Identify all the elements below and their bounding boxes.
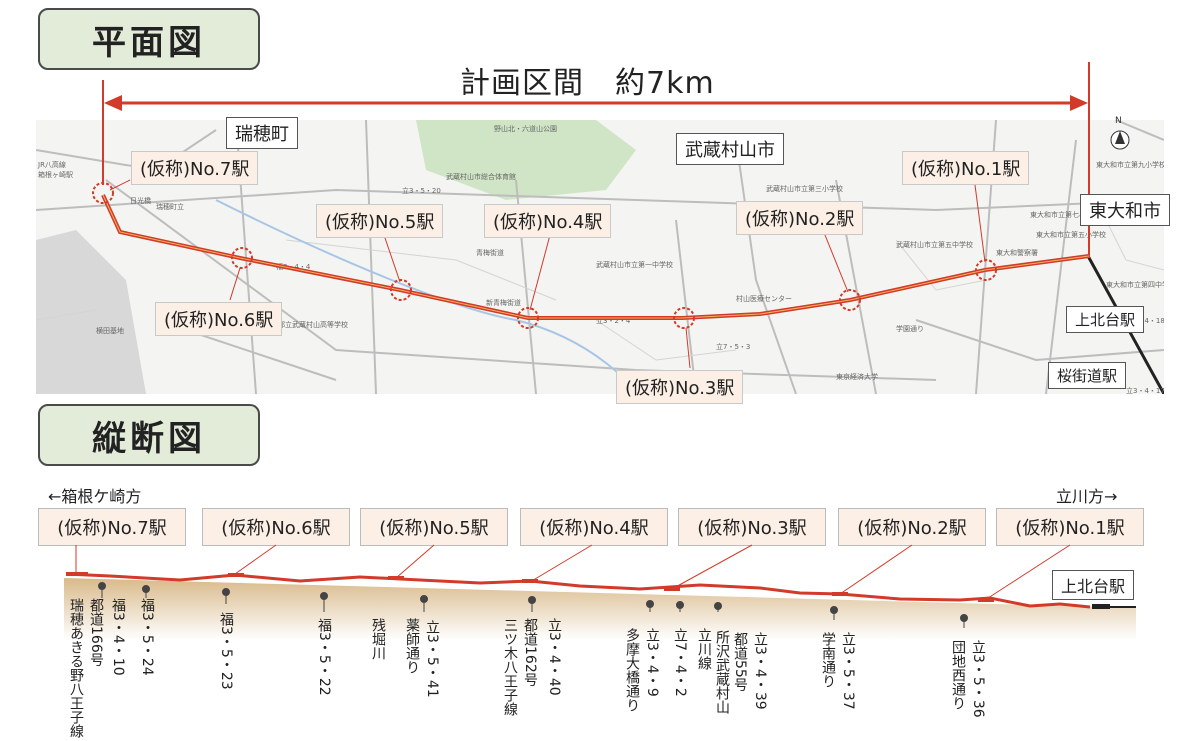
- ground-band: [64, 578, 1136, 640]
- profile-section-label: 縦断図: [38, 404, 260, 466]
- station-marker-no7: [92, 182, 114, 204]
- plan-station-no1: (仮称)No.1駅: [902, 151, 1030, 185]
- map-text: 立7・5・3: [716, 343, 751, 351]
- profile-direction-left: ←箱根ケ崎方: [48, 487, 142, 506]
- place-label-kamikitadai: 上北台駅: [1066, 306, 1145, 333]
- map-text: 東京都立武蔵村山高等学校: [264, 321, 348, 329]
- place-label-musashimurayama: 武蔵村山市: [676, 133, 784, 165]
- station-marker-no6: [231, 247, 253, 269]
- profile-station-no3: (仮称)No.3駅: [678, 508, 826, 546]
- map-roads: [36, 120, 1164, 394]
- profile-platform-no6: [228, 573, 244, 577]
- profile-platform-no4: [522, 579, 538, 583]
- crossing-label: 残堀川: [370, 618, 386, 660]
- profile-platform-no2: [832, 592, 848, 596]
- crossing-label: 三ツ木八王子線: [502, 618, 518, 716]
- map-text: 東大和市立第七小学校: [1030, 211, 1100, 219]
- profile-platform-no3: [664, 587, 680, 591]
- crossing-label: 立川線: [696, 628, 712, 670]
- crossing-label: 学南通り: [820, 632, 836, 688]
- profile-direction-right: 立川方→: [1056, 487, 1118, 506]
- profile-station-no4: (仮称)No.4駅: [520, 508, 668, 546]
- place-label-mizuho: 瑞穂町: [226, 117, 298, 149]
- crossing-label: 都道55号: [732, 632, 748, 692]
- crossing-label: 瑞穂あきる野八王子線: [68, 598, 84, 738]
- north-label: N: [1115, 116, 1122, 126]
- profile-platform-no5: [388, 576, 404, 580]
- profile-station-no7: (仮称)No.7駅: [38, 508, 186, 546]
- crossing-label: 立3・4・9: [644, 628, 660, 697]
- crossing-label: 都道166号: [88, 598, 104, 667]
- profile-platform-no7: [66, 572, 88, 576]
- map-text: 東大和警察署: [996, 249, 1038, 257]
- map-text: 武蔵村山市立第三小学校: [766, 185, 843, 193]
- arrow-head-left: [104, 95, 122, 111]
- crossing-label: 立3・5・36: [970, 640, 986, 718]
- crossing-label: 立3・5・37: [840, 632, 856, 710]
- map-text: 武蔵村山市立第五中学校: [896, 241, 973, 249]
- crossing-label: 福3・5・24: [139, 598, 155, 676]
- station-marker-no1: [975, 259, 997, 281]
- map-text: 立3・2・4: [596, 317, 631, 325]
- map-text: 立3・4・17: [1126, 387, 1164, 394]
- map-text: 立3・4・18: [1126, 317, 1164, 325]
- base-area: [36, 230, 146, 394]
- map-text: 東大和市立第九小学校: [1096, 161, 1164, 169]
- crossing-label: 立7・4・2: [672, 628, 688, 697]
- profile-station-no5: (仮称)No.5駅: [360, 508, 508, 546]
- crossing-label: 立3・4・39: [752, 632, 768, 710]
- plan-station-no6: (仮称)No.6駅: [155, 302, 283, 336]
- crossing-label: 福3・4・10: [110, 598, 126, 676]
- map-text: 瑞穂町立: [156, 203, 184, 211]
- map-text: 横田基地: [96, 327, 124, 335]
- plan-station-no5: (仮称)No.5駅: [316, 204, 444, 238]
- map-text: 青梅街道: [476, 249, 504, 257]
- crossing-label: 立3・5・41: [424, 620, 440, 698]
- plan-section-label: 平面図: [38, 8, 260, 70]
- profile-station-no6: (仮称)No.6駅: [202, 508, 350, 546]
- map-text: 村山医療センター: [736, 295, 792, 303]
- profile-station-no1: (仮称)No.1駅: [996, 508, 1144, 546]
- station-marker-no5: [390, 279, 412, 301]
- crossing-label: 多摩大橋通り: [624, 628, 640, 712]
- park-area: [416, 120, 636, 200]
- map-text: 箱根ヶ崎駅: [38, 171, 73, 179]
- map-text: 新青梅街道: [486, 299, 521, 307]
- map-text: 立3・5・20: [402, 187, 441, 195]
- station-marker-no2: [839, 289, 861, 311]
- map-text: 東京経済大学: [836, 373, 878, 381]
- plan-station-no4: (仮称)No.4駅: [484, 204, 612, 238]
- crossing-label: 立3・4・40: [546, 618, 562, 696]
- map-text: JR八高線: [38, 161, 66, 169]
- station-marker-no3: [673, 307, 695, 329]
- crossing-label: 団地西通り: [950, 640, 966, 710]
- map-text: 日光橋: [130, 197, 151, 205]
- map-text: 学園通り: [896, 325, 924, 333]
- crossing-label: 福3・5・22: [316, 618, 332, 696]
- crossing-label: 薬師通り: [404, 618, 420, 674]
- place-label-sakuragaito: 桜街道駅: [1048, 362, 1127, 389]
- map-text: 東大和市立第四中学校: [1106, 281, 1164, 289]
- profile-end-station: 上北台駅: [1052, 570, 1135, 600]
- map-text: 武蔵村山市総合体育館: [446, 173, 516, 181]
- kamikitadai-terminal: [1092, 604, 1110, 609]
- profile-platform-no1: [978, 598, 994, 602]
- map-text: 野山北・六道山公園: [494, 125, 557, 133]
- crossing-label: 所沢武蔵村山: [714, 630, 730, 714]
- plan-station-no3: (仮称)No.3駅: [616, 370, 744, 404]
- crossing-label: 福3・5・23: [218, 612, 234, 690]
- plan-station-no2: (仮称)No.2駅: [736, 201, 864, 235]
- arrow-head-right: [1070, 95, 1088, 111]
- plan-station-no7: (仮称)No.7駅: [131, 151, 259, 185]
- map-text: 武蔵村山市立第一中学校: [596, 261, 673, 269]
- plan-section-length: 計画区間 約7km: [460, 66, 715, 101]
- crossing-label: 都道162号: [522, 618, 538, 687]
- station-marker-no4: [517, 307, 539, 329]
- place-label-higashiyamato: 東大和市: [1080, 194, 1170, 226]
- map-text: 東大和市立第五小学校: [1036, 231, 1106, 239]
